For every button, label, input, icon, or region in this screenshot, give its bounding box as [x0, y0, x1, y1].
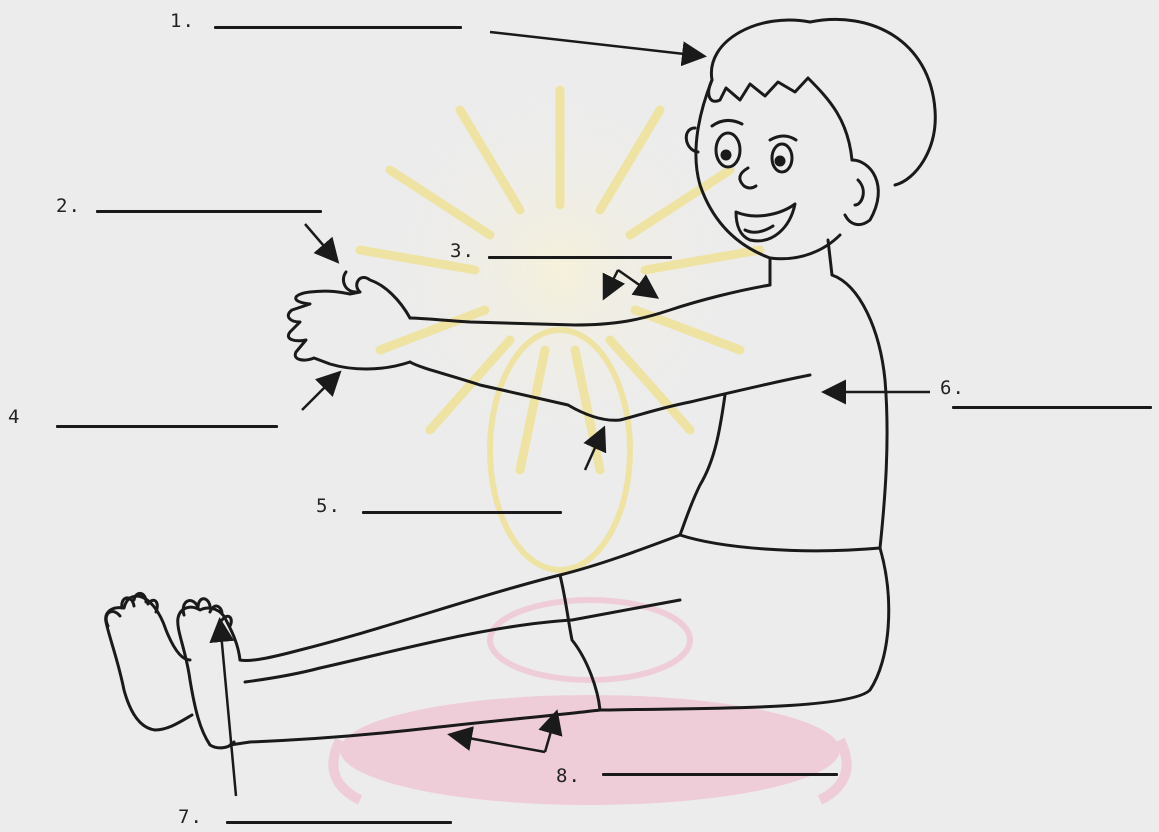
university-seal-watermark: [333, 80, 846, 805]
label-number-8: 8.: [556, 765, 581, 787]
answer-blank-8[interactable]: [602, 773, 838, 776]
arrow-4: [302, 374, 338, 410]
arrow-2: [305, 224, 336, 260]
label-number-5: 5.: [316, 495, 341, 517]
label-number-1: 1.: [170, 10, 195, 32]
answer-blank-5[interactable]: [362, 511, 562, 514]
arrow-7: [220, 622, 236, 796]
label-number-2: 2.: [56, 195, 81, 217]
answer-blank-4[interactable]: [56, 425, 278, 428]
answer-blank-2[interactable]: [96, 210, 322, 213]
answer-blank-7[interactable]: [226, 821, 452, 824]
label-number-4: 4: [8, 406, 20, 428]
answer-blank-1[interactable]: [214, 26, 462, 29]
answer-blank-3[interactable]: [488, 256, 672, 259]
label-number-6: 6.: [940, 377, 965, 399]
label-number-7: 7.: [178, 806, 203, 828]
arrow-1: [490, 32, 702, 56]
label-number-3: 3.: [450, 240, 475, 262]
answer-blank-6[interactable]: [952, 406, 1152, 409]
